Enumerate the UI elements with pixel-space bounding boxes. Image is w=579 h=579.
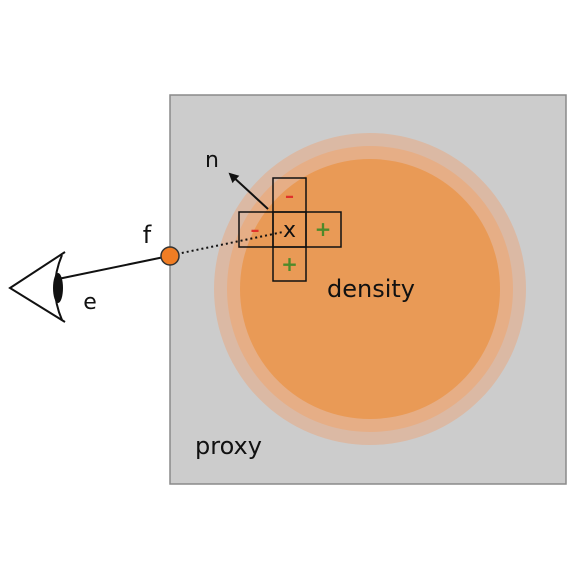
stencil-sign-bottom: +	[281, 252, 298, 276]
proxy-label: proxy	[195, 432, 262, 460]
gradient-stencil	[238, 177, 342, 282]
normal-label: n	[205, 148, 219, 173]
stencil-cell-bottom	[272, 246, 307, 282]
stencil-sign-right: +	[315, 217, 332, 241]
stencil-sign-top: –	[285, 186, 294, 207]
ray-march-segment	[171, 231, 284, 256]
sample-point-label: x	[283, 218, 296, 243]
stencil-cell-right	[305, 211, 342, 248]
normal-arrow	[228, 172, 269, 210]
stencil-sign-left: –	[251, 220, 260, 241]
eye-icon	[8, 251, 66, 323]
entry-point-label: f	[143, 221, 152, 249]
density-label: density	[327, 275, 415, 303]
view-ray	[57, 255, 170, 280]
entry-point	[160, 246, 180, 266]
eye-label: e	[83, 290, 97, 315]
density-core	[240, 159, 500, 419]
